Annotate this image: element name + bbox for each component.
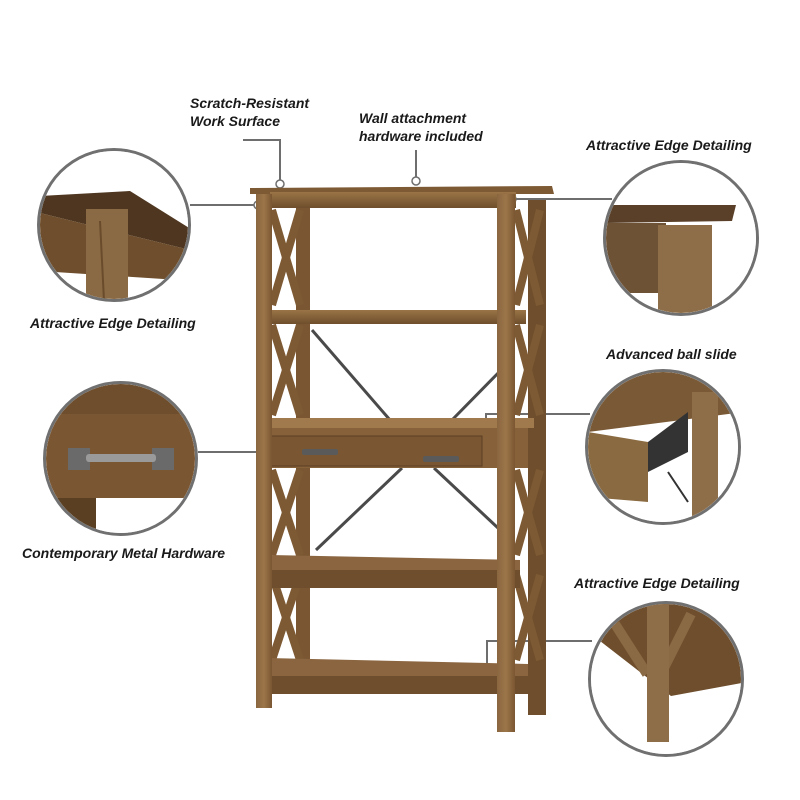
callout-ball-slide: Advanced ball slide — [606, 345, 737, 363]
callout-text-line: Contemporary Metal Hardware — [22, 545, 226, 561]
side-x-left — [268, 208, 304, 662]
callout-wall-attachment: Wall attachment hardware included — [359, 109, 483, 145]
drawer-handles — [302, 449, 459, 462]
callout-scratch-resistant: Scratch-Resistant Work Surface — [190, 94, 309, 130]
callout-lines — [190, 139, 612, 682]
detail-circle-edge-top-left — [37, 148, 191, 302]
callout-text-line: hardware included — [359, 128, 483, 144]
detail-circle-ball-slide — [585, 369, 741, 525]
callout-text-line: Attractive Edge Detailing — [574, 575, 740, 591]
detail-circle-edge-bottom-right — [588, 601, 744, 757]
callout-text-line: Attractive Edge Detailing — [586, 137, 752, 153]
detail-circle-edge-top-right — [603, 160, 759, 316]
callout-edge-top-right: Attractive Edge Detailing — [586, 136, 752, 154]
metal-braces — [310, 329, 508, 552]
callout-text-line: Advanced ball slide — [606, 346, 737, 362]
callout-text-line: Wall attachment — [359, 110, 467, 126]
callout-edge-top-left: Attractive Edge Detailing — [30, 314, 196, 332]
callout-text-line: Scratch-Resistant — [190, 95, 310, 111]
callout-text-line: Work Surface — [190, 113, 280, 129]
callout-metal-hardware: Contemporary Metal Hardware — [22, 544, 225, 562]
callout-text-line: Attractive Edge Detailing — [30, 315, 196, 331]
detail-circle-metal-hardware — [43, 381, 198, 536]
side-x-right — [512, 209, 544, 662]
callout-edge-bottom-right: Attractive Edge Detailing — [574, 574, 740, 592]
